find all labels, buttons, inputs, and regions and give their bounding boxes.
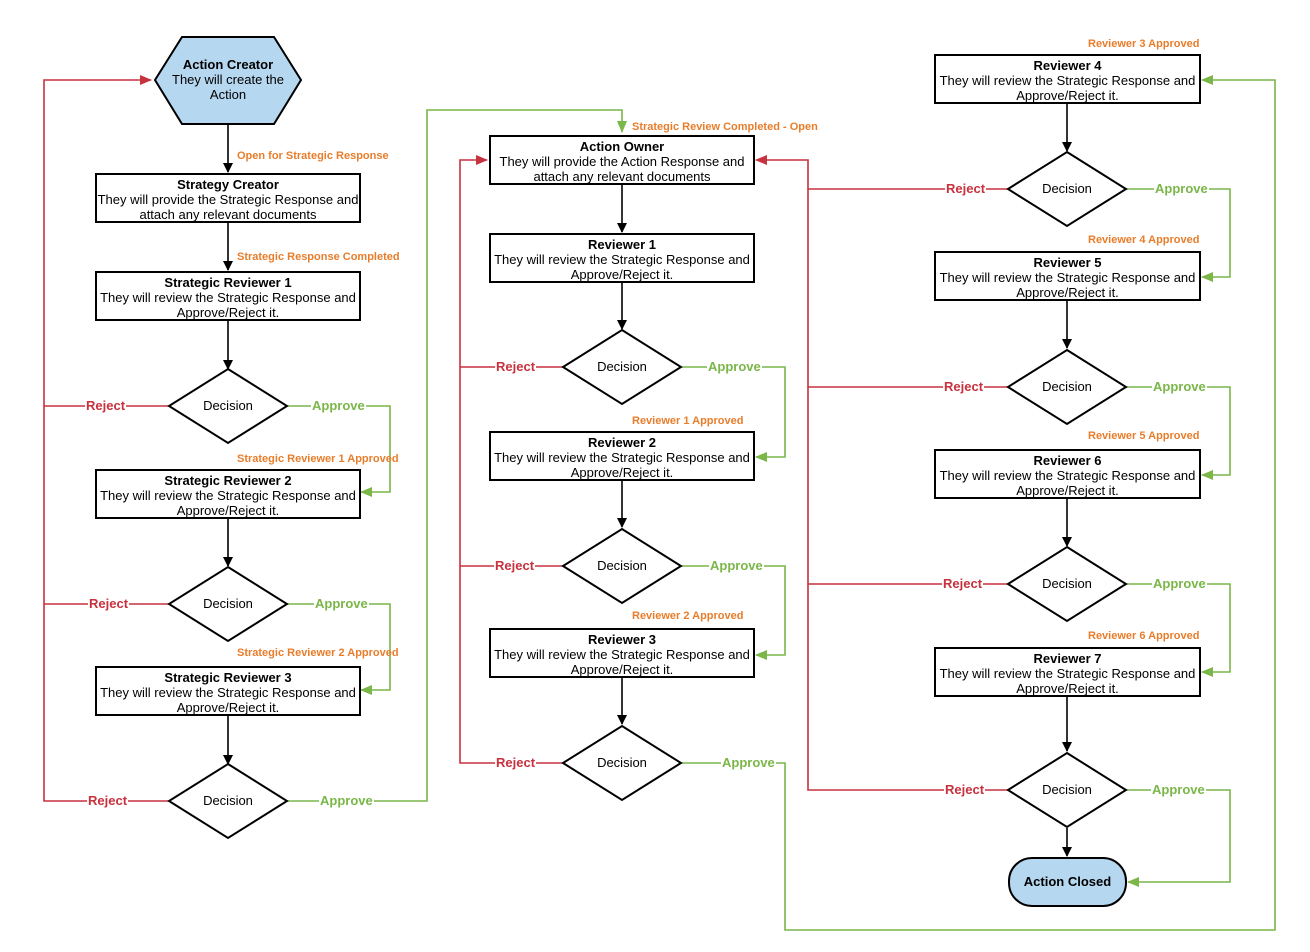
decision-diamond [167, 762, 289, 840]
box-desc: They will review the Strategic Response … [939, 468, 1196, 498]
reviewer-1-box: Reviewer 1 They will review the Strategi… [489, 233, 755, 283]
box-desc: They will review the Strategic Response … [100, 685, 356, 715]
decision-diamond [1006, 348, 1128, 426]
decision-diamond [561, 328, 683, 406]
action-creator-title: Action Creator [182, 57, 274, 72]
transition-note: Reviewer 6 Approved [1088, 630, 1200, 642]
approve-label: Approve [314, 596, 369, 611]
box-desc: They will provide the Action Response an… [499, 154, 745, 184]
approve-label: Approve [707, 359, 762, 374]
box-desc: They will review the Strategic Response … [939, 666, 1196, 696]
reviewer-4-box: Reviewer 4 They will review the Strategi… [934, 54, 1201, 104]
action-closed-node: Action Closed [1008, 857, 1127, 907]
decision-label: Decision [1042, 379, 1092, 394]
box-title: Action Owner [579, 139, 665, 154]
action-closed-label: Action Closed [1023, 874, 1112, 889]
reviewer-5-box: Reviewer 5 They will review the Strategi… [934, 251, 1201, 301]
decision-diamond [561, 724, 683, 802]
transition-note: Strategic Reviewer 1 Approved [237, 453, 399, 465]
box-title: Reviewer 5 [1033, 255, 1102, 270]
strategic-reviewer-3-box: Strategic Reviewer 3 They will review th… [95, 666, 361, 716]
transition-note: Strategic Reviewer 2 Approved [237, 647, 399, 659]
reviewer-2-box: Reviewer 2 They will review the Strategi… [489, 431, 755, 481]
transition-note: Open for Strategic Response [237, 150, 389, 162]
decision-diamond [167, 565, 289, 643]
reject-label: Reject [942, 576, 984, 591]
approve-label: Approve [1154, 181, 1209, 196]
box-desc: They will review the Strategic Response … [100, 290, 356, 320]
box-desc: They will review the Strategic Response … [100, 488, 356, 518]
transition-note: Strategic Response Completed [237, 251, 400, 263]
reject-label: Reject [944, 782, 986, 797]
decision-label: Decision [597, 755, 647, 770]
box-desc: They will provide the Strategic Response… [97, 192, 359, 222]
transition-note: Reviewer 5 Approved [1088, 430, 1200, 442]
approve-label: Approve [1152, 576, 1207, 591]
box-desc: They will review the Strategic Response … [494, 450, 750, 480]
box-title: Strategic Reviewer 2 [164, 473, 292, 488]
approve-label: Approve [311, 398, 366, 413]
decision-label: Decision [597, 359, 647, 374]
decision-label: Decision [597, 558, 647, 573]
decision-diamond [561, 527, 683, 605]
decision-label: Decision [203, 596, 253, 611]
reject-label: Reject [88, 596, 130, 611]
reject-label: Reject [945, 181, 987, 196]
approve-label: Approve [319, 793, 374, 808]
strategic-reviewer-1-box: Strategic Reviewer 1 They will review th… [95, 271, 361, 321]
decision-diamond [1006, 751, 1128, 829]
box-title: Reviewer 3 [588, 632, 656, 647]
box-desc: They will review the Strategic Response … [939, 73, 1196, 103]
box-desc: They will review the Strategic Response … [494, 647, 750, 677]
decision-label: Decision [1042, 181, 1092, 196]
reject-label: Reject [943, 379, 985, 394]
transition-note: Reviewer 1 Approved [632, 415, 744, 427]
box-title: Reviewer 1 [588, 237, 656, 252]
box-title: Strategic Reviewer 3 [164, 670, 292, 685]
box-title: Strategic Reviewer 1 [164, 275, 292, 290]
reviewer-3-box: Reviewer 3 They will review the Strategi… [489, 628, 755, 678]
transition-note: Reviewer 3 Approved [1088, 38, 1200, 50]
start-hexagon [153, 36, 303, 125]
box-title: Strategy Creator [177, 177, 279, 192]
box-title: Reviewer 7 [1033, 651, 1102, 666]
box-title: Reviewer 4 [1033, 58, 1102, 73]
strategy-creator-box: Strategy Creator They will provide the S… [95, 173, 361, 223]
transition-note: Reviewer 4 Approved [1088, 234, 1200, 246]
strategic-reviewer-2-box: Strategic Reviewer 2 They will review th… [95, 469, 361, 519]
decision-label: Decision [1042, 782, 1092, 797]
transition-note: Reviewer 2 Approved [632, 610, 744, 622]
approve-label: Approve [721, 755, 776, 770]
reject-label: Reject [87, 793, 129, 808]
box-desc: They will review the Strategic Response … [494, 252, 750, 282]
action-creator-desc: They will create the Action [172, 72, 284, 102]
decision-diamond [1006, 545, 1128, 623]
decision-label: Decision [203, 793, 253, 808]
reject-label: Reject [495, 755, 537, 770]
box-desc: They will review the Strategic Response … [939, 270, 1196, 300]
box-title: Reviewer 6 [1033, 453, 1102, 468]
box-title: Reviewer 2 [588, 435, 656, 450]
decision-label: Decision [203, 398, 253, 413]
decision-label: Decision [1042, 576, 1092, 591]
action-creator-node: Action Creator They will create the Acti… [160, 57, 296, 102]
action-owner-box: Action Owner They will provide the Actio… [489, 135, 755, 185]
approve-label: Approve [709, 558, 764, 573]
reject-label: Reject [494, 558, 536, 573]
decision-diamond [167, 367, 289, 445]
reviewer-7-box: Reviewer 7 They will review the Strategi… [934, 647, 1201, 697]
approve-label: Approve [1151, 782, 1206, 797]
decision-diamond [1006, 150, 1128, 228]
reject-label: Reject [495, 359, 537, 374]
reviewer-6-box: Reviewer 6 They will review the Strategi… [934, 449, 1201, 499]
approve-label: Approve [1152, 379, 1207, 394]
reject-label: Reject [85, 398, 127, 413]
transition-note: Strategic Review Completed - Open [632, 121, 818, 133]
